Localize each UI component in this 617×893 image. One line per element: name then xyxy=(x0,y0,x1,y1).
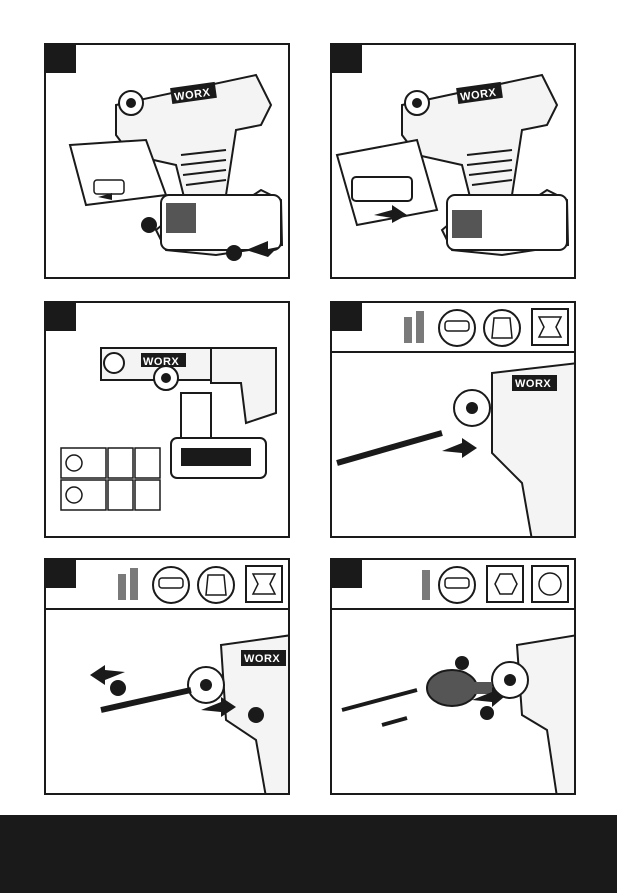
panel-sds-bit-insertion: WORX xyxy=(330,301,576,538)
hammer-bit-icon xyxy=(118,568,138,600)
bit-insertion-illustration: WORX xyxy=(332,303,576,538)
drill-battery-insertion-illustration: WORX xyxy=(332,45,576,279)
round-shank-icon xyxy=(532,566,568,602)
drill-bit-icon xyxy=(337,433,442,463)
chuck-icon xyxy=(153,567,189,603)
bit-removal-illustration: WORX xyxy=(46,560,290,795)
chuck-icon xyxy=(439,310,475,346)
step-2-callout xyxy=(480,706,494,720)
chuck-icon xyxy=(439,567,475,603)
sds-shank-icon xyxy=(246,566,282,602)
drill-bit-icon xyxy=(422,570,430,600)
step-2-callout xyxy=(226,245,242,261)
hammer-bit-icon xyxy=(404,311,424,343)
mode-symbol-grid xyxy=(61,448,160,510)
gloves-icon xyxy=(198,567,234,603)
gloves-icon xyxy=(484,310,520,346)
panel-battery-removal: WORX xyxy=(44,43,290,279)
step-1-callout xyxy=(141,217,157,233)
chuck-attachment-illustration xyxy=(332,560,576,795)
panel-keyless-chuck xyxy=(330,558,576,795)
sds-shank-icon xyxy=(532,309,568,345)
step-1-callout xyxy=(248,707,264,723)
panel-sds-bit-removal: WORX xyxy=(44,558,290,795)
step-2-callout xyxy=(110,680,126,696)
worx-logo: WORX xyxy=(515,378,551,390)
hex-shank-icon xyxy=(487,566,523,602)
worx-logo: WORX xyxy=(244,653,280,665)
panel-battery-insertion: WORX xyxy=(330,43,576,279)
drill-battery-removal-illustration: WORX xyxy=(46,45,290,279)
drill-side-view-illustration: WORX xyxy=(46,303,290,538)
panel-mode-selector: WORX xyxy=(44,301,290,538)
page-footer-band xyxy=(0,815,617,893)
step-1-callout xyxy=(455,656,469,670)
